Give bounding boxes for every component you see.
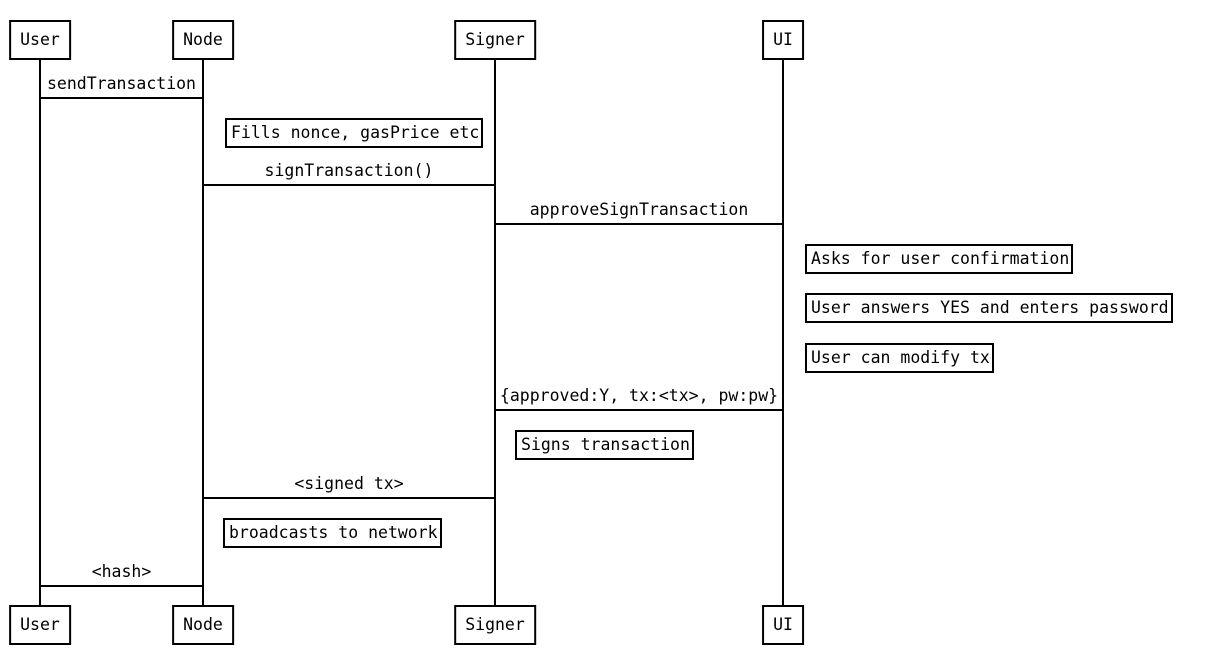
actor-label-signer: Signer <box>465 30 525 49</box>
note-node-5: broadcasts to network <box>223 518 442 548</box>
lifeline-user <box>39 58 41 606</box>
message-node-to-signer: signTransaction() <box>203 157 495 186</box>
message-signer-to-node: <signed tx> <box>203 470 495 499</box>
actor-box-top-node: Node <box>172 20 234 60</box>
actor-label-node: Node <box>183 30 223 49</box>
actor-box-top-signer: Signer <box>454 20 536 60</box>
message-ui-to-signer: {approved:Y, tx:<tx>, pw:pw} <box>495 382 783 411</box>
actor-box-top-user: User <box>9 20 71 60</box>
message-label: approveSignTransaction <box>529 200 749 223</box>
message-label: <hash> <box>91 562 152 585</box>
actor-label-user: User <box>20 30 60 49</box>
message-user-to-node: sendTransaction <box>40 70 203 99</box>
actor-box-bottom-user: User <box>9 605 71 645</box>
message-label: {approved:Y, tx:<tx>, pw:pw} <box>499 386 779 409</box>
actor-box-top-ui: UI <box>762 20 804 60</box>
note-ui-2: User answers YES and enters password <box>805 293 1173 323</box>
actor-label-ui: UI <box>773 30 793 49</box>
actor-label-signer: Signer <box>465 615 525 634</box>
note-ui-3: User can modify tx <box>805 343 994 373</box>
lifeline-ui <box>782 58 784 606</box>
lifeline-node <box>202 58 204 606</box>
actor-box-bottom-signer: Signer <box>454 605 536 645</box>
note-node-0: Fills nonce, gasPrice etc <box>225 118 484 148</box>
message-signer-to-ui: approveSignTransaction <box>495 196 783 225</box>
actor-box-bottom-node: Node <box>172 605 234 645</box>
note-signer-4: Signs transaction <box>515 430 694 460</box>
lifeline-signer <box>494 58 496 606</box>
message-label: sendTransaction <box>46 74 196 97</box>
actor-label-ui: UI <box>773 615 793 634</box>
actor-label-user: User <box>20 615 60 634</box>
actor-label-node: Node <box>183 615 223 634</box>
message-node-to-user: <hash> <box>40 558 203 587</box>
message-label: <signed tx> <box>294 474 404 497</box>
message-label: signTransaction() <box>264 161 434 184</box>
actor-box-bottom-ui: UI <box>762 605 804 645</box>
note-ui-1: Asks for user confirmation <box>805 244 1074 274</box>
